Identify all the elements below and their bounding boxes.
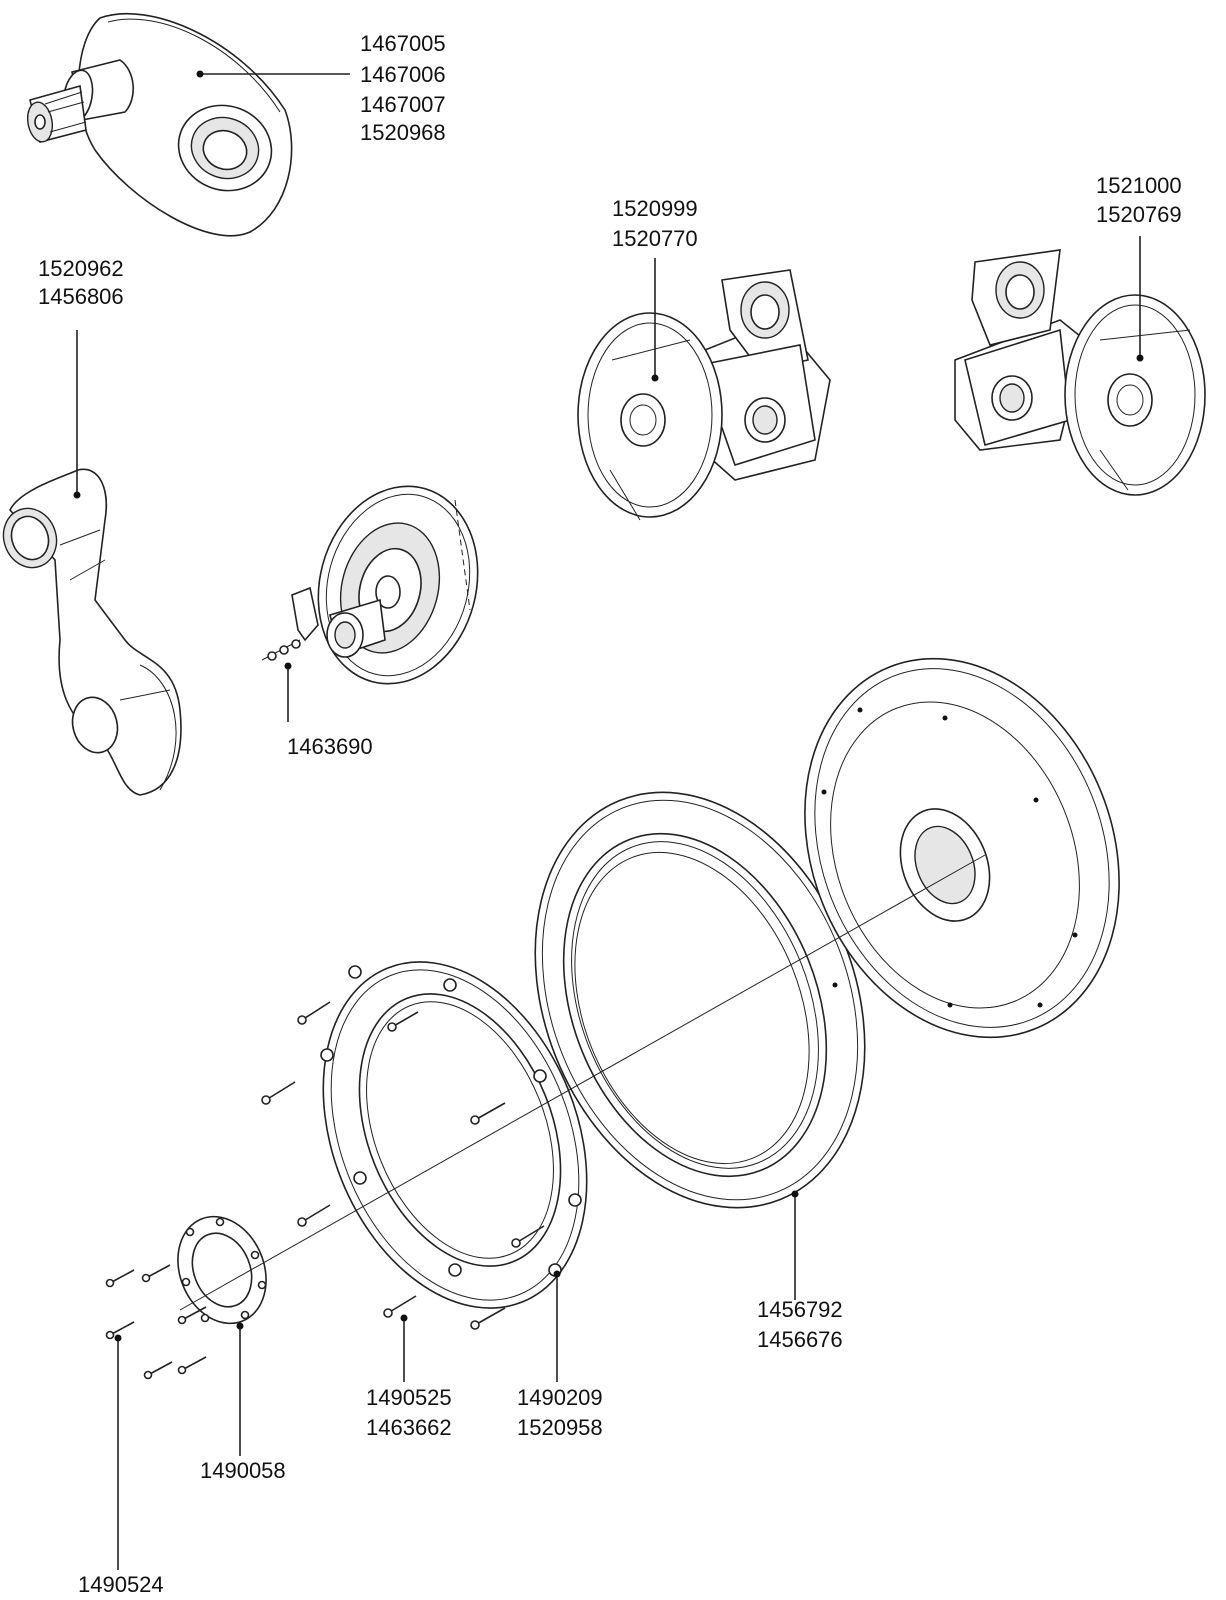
callout-screws-long: 1490525 1463662 <box>366 1385 452 1440</box>
brake-unit-part <box>261 485 479 685</box>
screw <box>470 1102 506 1125</box>
crank-arm-part <box>2 468 182 796</box>
part-number: 1467007 <box>360 92 446 117</box>
callout-bearing-ring: 1490209 1520958 <box>517 1385 603 1440</box>
part-number: 1456676 <box>757 1327 843 1352</box>
screw <box>297 1204 331 1227</box>
drive-adapter-part <box>26 13 293 237</box>
part-number: 1520968 <box>360 120 446 145</box>
part-number: 1520999 <box>612 196 698 221</box>
part-number: 1490209 <box>517 1385 603 1410</box>
leader-lines <box>73 70 1144 1570</box>
screw <box>177 1356 207 1375</box>
part-number: 1520770 <box>612 226 698 251</box>
part-number: 1463690 <box>287 734 373 759</box>
part-number: 1490525 <box>366 1385 452 1410</box>
screw <box>387 1011 419 1032</box>
callout-brake-unit: 1463690 <box>287 734 373 759</box>
screw <box>105 1269 135 1288</box>
callout-crank-arm: 1520962 1456806 <box>38 256 124 309</box>
screw <box>383 1295 417 1318</box>
callout-right-gearbox-wheel: 1521000 1520769 <box>1096 173 1182 227</box>
screw <box>143 1361 173 1380</box>
screw <box>297 1001 331 1025</box>
part-number: 1520769 <box>1096 202 1182 227</box>
screw <box>470 1307 506 1330</box>
right-gearbox-wheel-part <box>954 249 1206 496</box>
callout-hub-flange: 1490058 <box>200 1458 286 1483</box>
part-number: 1456792 <box>757 1297 843 1322</box>
screw-set <box>105 1001 545 1380</box>
callout-drive-adapter: 1467005 1467006 1467007 1520968 <box>360 31 446 145</box>
screw <box>177 1306 207 1325</box>
callout-left-gearbox-wheel: 1520999 1520770 <box>612 196 698 251</box>
callout-screws-short: 1490524 <box>78 1572 164 1597</box>
screw <box>511 1225 545 1248</box>
bearing-ring-part <box>320 961 588 1309</box>
large-flange-part <box>804 657 1120 1039</box>
outer-ring-part <box>534 791 866 1209</box>
part-number: 1521000 <box>1096 173 1182 198</box>
part-number: 1456806 <box>38 284 124 309</box>
left-gearbox-wheel-part <box>577 269 831 521</box>
screw <box>105 1321 135 1340</box>
hub-flange-part <box>177 1215 267 1325</box>
part-number: 1490058 <box>200 1458 286 1483</box>
part-number: 1490524 <box>78 1572 164 1597</box>
part-number: 1467006 <box>360 62 446 87</box>
screw <box>141 1264 171 1283</box>
part-number: 1463662 <box>366 1415 452 1440</box>
part-number: 1467005 <box>360 31 446 56</box>
callout-outer-ring: 1456792 1456676 <box>757 1297 843 1352</box>
part-number: 1520958 <box>517 1415 603 1440</box>
part-number: 1520962 <box>38 256 124 281</box>
screw <box>261 1081 296 1105</box>
assembly-axis <box>179 854 986 1311</box>
